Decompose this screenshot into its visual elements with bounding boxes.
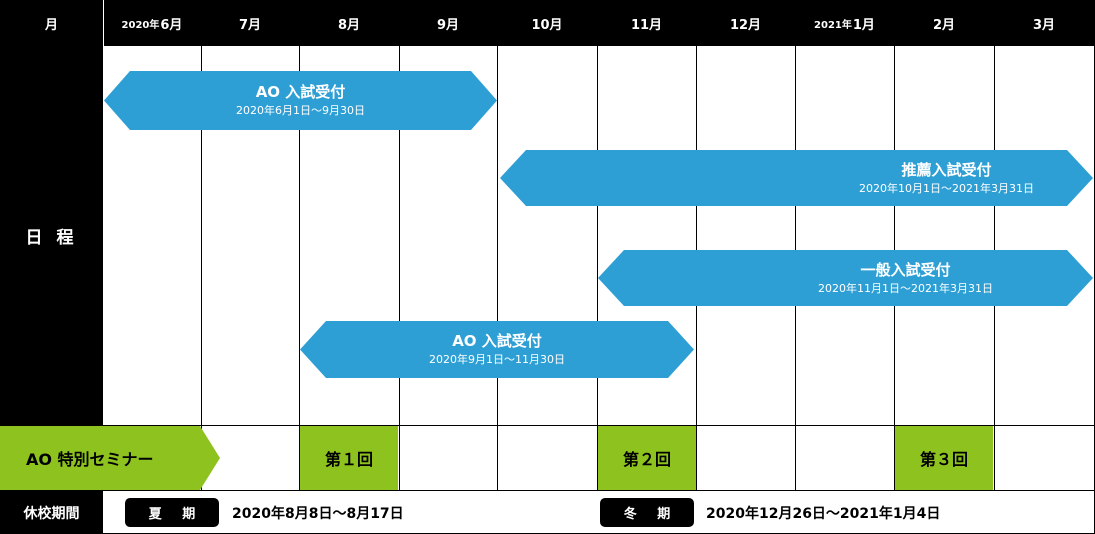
month-header-sep: 9月 bbox=[436, 17, 460, 33]
seminar-session-3: 第３回 bbox=[895, 426, 993, 490]
grid-line bbox=[399, 46, 400, 491]
month-header-mar: 3月 bbox=[1032, 17, 1056, 33]
grid-line bbox=[299, 46, 300, 491]
header-divider bbox=[103, 0, 104, 46]
schedule-row-label: 日 程 bbox=[0, 46, 103, 425]
month-header-dec: 12月 bbox=[729, 17, 762, 33]
seminar-label-arrow: AO 特別セミナー bbox=[0, 426, 220, 490]
grid-line bbox=[0, 490, 1095, 491]
seminar-session-2: 第２回 bbox=[598, 426, 696, 490]
schedule-bar-ao-1: AO 入試受付 2020年6月1日〜9月30日 bbox=[104, 71, 497, 130]
month-header-jul: 7月 bbox=[238, 17, 262, 33]
grid-line bbox=[0, 425, 1095, 426]
summer-holiday-dates: 2020年8月8日〜8月17日 bbox=[232, 505, 404, 522]
schedule-bar-recommendation: 推薦入試受付 2020年10月1日〜2021年3月31日 bbox=[500, 150, 1093, 206]
month-header-oct: 10月 bbox=[531, 17, 563, 33]
grid-line bbox=[201, 46, 202, 491]
winter-holiday-badge: 冬 期 bbox=[600, 498, 694, 527]
summer-holiday-badge: 夏 期 bbox=[125, 498, 219, 527]
month-header-feb: 2月 bbox=[932, 17, 956, 33]
schedule-bar-general: 一般入試受付 2020年11月1日〜2021年3月31日 bbox=[598, 250, 1093, 306]
month-header-nov: 11月 bbox=[630, 17, 663, 33]
grid-line bbox=[597, 46, 598, 491]
holiday-row-label: 休校期間 bbox=[0, 491, 103, 534]
month-header-aug: 8月 bbox=[337, 17, 361, 33]
month-header-label: 月 bbox=[44, 17, 58, 33]
winter-holiday-dates: 2020年12月26日〜2021年1月4日 bbox=[706, 505, 941, 522]
grid-line bbox=[497, 46, 498, 491]
seminar-session-1: 第１回 bbox=[300, 426, 398, 490]
schedule-bar-ao-2: AO 入試受付 2020年9月1日〜11月30日 bbox=[300, 321, 694, 378]
